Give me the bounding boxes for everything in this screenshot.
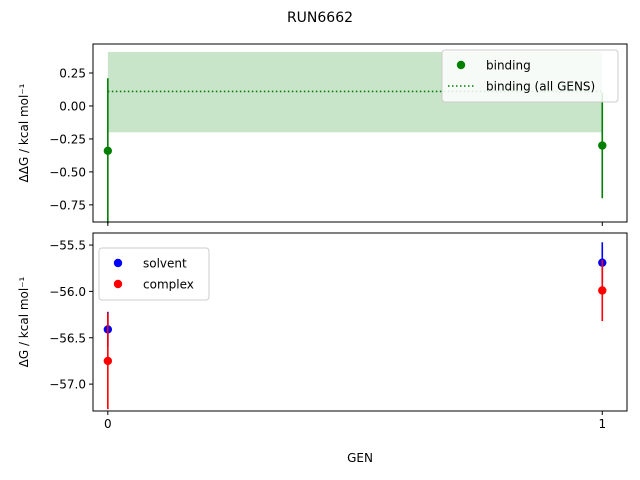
- legend: binding binding (all GENS): [441, 49, 619, 103]
- figure-title: RUN6662: [287, 10, 353, 26]
- y-tick-label: −0.50: [49, 165, 86, 179]
- legend-box: [441, 49, 619, 103]
- complex-point: [598, 286, 607, 295]
- y-axis-label: ΔΔG / kcal mol⁻¹: [17, 83, 31, 182]
- legend-marker: [113, 279, 123, 289]
- legend-label: binding: [486, 59, 531, 73]
- legend-marker: [113, 258, 123, 268]
- axes-frame: [92, 232, 628, 412]
- y-tick-label: −0.25: [49, 132, 86, 146]
- binding-point: [598, 141, 607, 150]
- complex-point: [103, 356, 113, 366]
- legend-label: complex: [143, 278, 194, 292]
- legend-label: solvent: [143, 257, 187, 271]
- axes-frame: [92, 43, 628, 223]
- legend-marker: [456, 60, 466, 70]
- legend-box: [98, 247, 210, 301]
- y-tick-label: −55.5: [49, 239, 86, 253]
- legend: solvent complex: [98, 247, 210, 301]
- binding-point: [103, 146, 113, 155]
- bottom-panel: 0 1 −57.0 −56.5 −56.0 −55.5 ΔG / kcal mol⁻¹ GEN…: [17, 232, 628, 465]
- y-tick-label: −56.5: [49, 331, 86, 345]
- y-tick-label: −56.0: [49, 285, 86, 299]
- y-axis-label: ΔG / kcal mol⁻¹: [17, 276, 31, 367]
- legend-label: binding (all GENS): [486, 80, 595, 94]
- y-tick-label: 0.00: [59, 99, 86, 113]
- x-axis-label: GEN: [347, 451, 373, 465]
- x-tick-label: 1: [598, 417, 606, 431]
- x-tick-label: 0: [104, 417, 112, 431]
- y-tick-label: −57.0: [49, 378, 86, 392]
- y-tick-label: 0.25: [59, 67, 86, 81]
- y-tick-label: −0.75: [49, 198, 86, 212]
